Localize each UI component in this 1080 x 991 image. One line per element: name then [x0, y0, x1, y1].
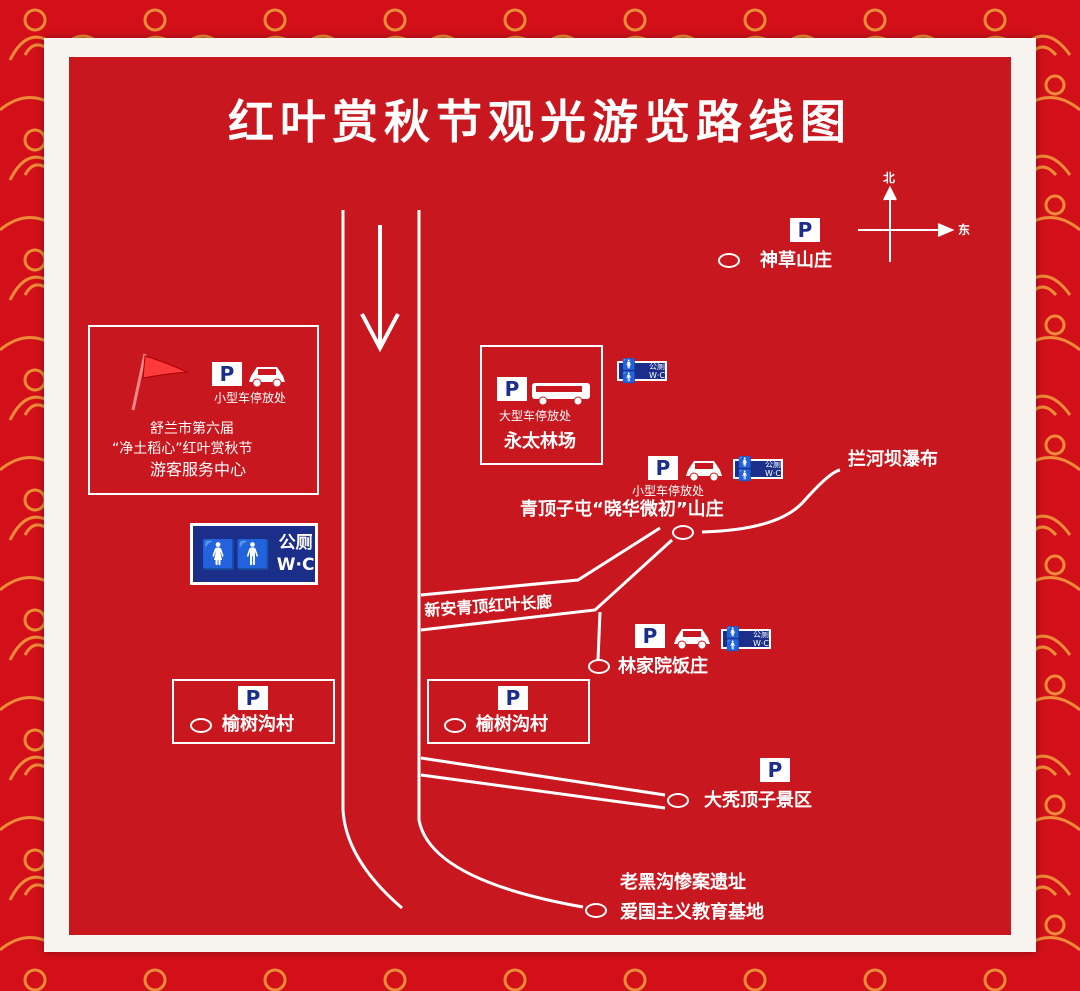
map-title: 红叶赏秋节观光游览路线图 — [228, 95, 852, 149]
branch-road-datuding-north — [420, 756, 666, 797]
service-center-line1: 舒兰市第六届 — [150, 421, 234, 437]
place-yushugou-left: 榆树沟村 — [222, 714, 294, 735]
location-dot — [588, 659, 610, 674]
yushugou-right-box — [427, 679, 590, 744]
compass-icon — [858, 185, 955, 262]
parking-icon: P — [760, 758, 790, 782]
flag-icon — [131, 353, 189, 411]
corridor-road-north — [420, 526, 661, 597]
toilet-icon: 🚺🚹 — [622, 358, 636, 384]
map-panel — [69, 57, 1011, 935]
car-icon — [674, 629, 710, 650]
place-laoheigou-line2: 爱国主义教育基地 — [620, 902, 764, 923]
road-to-lanheba — [701, 468, 841, 534]
branch-road-datuding-south — [420, 773, 666, 810]
service-parking-label: 小型车停放处 — [214, 391, 287, 405]
toilet-code: W·C — [276, 555, 315, 575]
toilet-icon: 🚺🚹 — [738, 456, 752, 482]
car-icon — [249, 367, 285, 388]
place-shencao: 神草山庄 — [760, 250, 832, 271]
main-road-east-edge — [417, 210, 584, 909]
place-yushugou-right: 榆树沟村 — [476, 714, 548, 735]
parking-icon: P — [212, 362, 242, 386]
location-dot — [718, 253, 740, 268]
place-lanheba: 拦河坝瀑布 — [848, 449, 938, 470]
compass-east-label: 东 — [958, 223, 971, 237]
location-dot — [672, 525, 694, 540]
place-qingding: 青顶子屯“晓华微初”山庄 — [520, 499, 724, 520]
parking-icon: P — [498, 686, 528, 710]
location-dot — [190, 718, 212, 733]
yongtai-box — [480, 345, 603, 465]
car-icon — [686, 461, 722, 482]
bus-icon — [532, 383, 590, 406]
parking-icon: P — [790, 218, 820, 242]
location-dot — [585, 903, 607, 918]
parking-icon: P — [648, 456, 678, 480]
place-datuding: 大秃顶子景区 — [704, 790, 812, 811]
place-linjiayuan: 林家院饭庄 — [618, 656, 708, 677]
toilet-label: 公厕 — [764, 460, 781, 469]
toilet-code: W·C — [764, 469, 781, 478]
south-arrow-icon — [360, 225, 400, 353]
toilet-icon: 🚺🚹 — [726, 626, 740, 652]
parking-icon: P — [497, 377, 527, 401]
parking-icon: P — [238, 686, 268, 710]
toilet-code: W·C — [648, 371, 665, 380]
toilet-icon: 🚺🚹 — [201, 537, 271, 571]
place-yongtai: 永太林场 — [504, 431, 576, 452]
location-dot — [667, 793, 689, 808]
toilet-label: 公厕 — [752, 630, 769, 639]
parking-icon: P — [635, 624, 665, 648]
yushugou-left-box — [172, 679, 335, 744]
toilet-label: 公厕 — [648, 362, 665, 371]
qingding-parking-label: 小型车停放处 — [632, 484, 705, 498]
service-center-box — [88, 325, 319, 495]
road-to-linjiayuan — [596, 611, 602, 661]
compass-north-label: 北 — [883, 171, 896, 185]
place-laoheigou-line1: 老黑沟惨案遗址 — [620, 872, 746, 893]
main-road-west-edge — [341, 210, 403, 910]
service-center-line2: “净土稻心”红叶赏秋节 — [112, 441, 253, 457]
service-center-line3: 游客服务中心 — [150, 460, 247, 479]
location-dot — [444, 718, 466, 733]
yongtai-parking-label: 大型车停放处 — [499, 409, 572, 423]
corridor-road-south — [420, 538, 674, 632]
toilet-label: 公厕 — [278, 533, 313, 553]
toilet-code: W·C — [752, 639, 769, 648]
